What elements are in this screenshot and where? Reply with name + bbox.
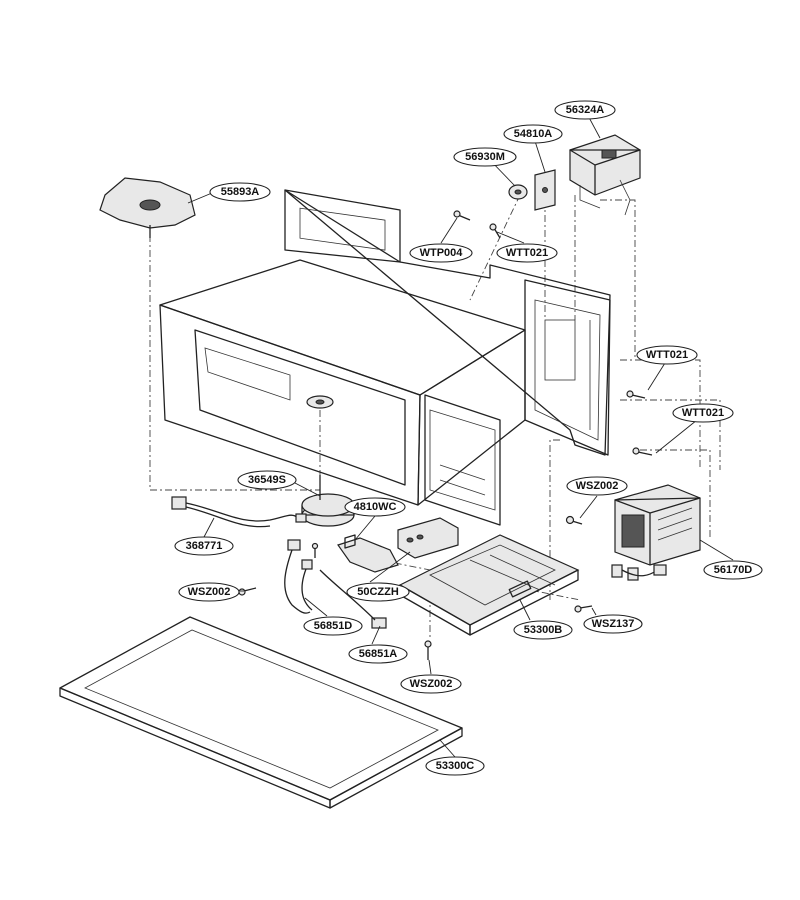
screw-wsz137: [574, 605, 593, 613]
callout-36549S: 36549S: [237, 470, 297, 490]
cavity-chassis: [159, 189, 611, 526]
svg-text:WSZ137: WSZ137: [592, 618, 635, 630]
panel-53300C: [59, 616, 463, 809]
screw-small-left: [311, 542, 319, 558]
svg-text:56851D: 56851D: [314, 620, 353, 632]
callout-53300B: 53300B: [513, 620, 573, 640]
svg-text:WTT021: WTT021: [646, 349, 688, 361]
svg-text:WTT021: WTT021: [506, 247, 548, 259]
callout-WSZ002-left: WSZ002: [178, 582, 240, 602]
callouts: 56324A 54810A 56930M 55893A WTP004 WTT02…: [174, 100, 763, 776]
screw-wtp004: [453, 210, 471, 221]
svg-text:53300C: 53300C: [436, 760, 475, 772]
svg-text:WSZ002: WSZ002: [188, 586, 231, 598]
transformer-56170D: [611, 484, 701, 581]
svg-text:56930M: 56930M: [465, 151, 505, 163]
thermal-cutout-56851D: [284, 539, 313, 614]
callout-WTT021-mid: WTT021: [636, 345, 698, 365]
svg-text:50CZZH: 50CZZH: [357, 586, 399, 598]
screw-wtt021-mid: [626, 390, 646, 399]
callout-54810A: 54810A: [503, 124, 563, 144]
svg-text:54810A: 54810A: [514, 128, 553, 140]
callout-WSZ137: WSZ137: [583, 614, 643, 634]
callout-56851A: 56851A: [348, 644, 408, 664]
screw-wsz002-bottom: [424, 640, 432, 660]
high-voltage-fuse-56324A: [569, 134, 641, 216]
callout-56170D: 56170D: [703, 560, 763, 580]
svg-text:WTT021: WTT021: [682, 407, 724, 419]
capacitor-50CZZH: [397, 517, 459, 559]
screw-wsz002-right: [565, 515, 583, 525]
callout-55893A: 55893A: [209, 182, 271, 202]
stirrer-motor-36549S: [301, 475, 355, 527]
svg-text:55893A: 55893A: [221, 186, 260, 198]
svg-text:WSZ002: WSZ002: [576, 480, 619, 492]
svg-text:53300B: 53300B: [524, 624, 563, 636]
callout-WTT021-top: WTT021: [496, 243, 558, 263]
screws: [238, 210, 653, 660]
callout-56930M: 56930M: [453, 147, 517, 167]
screw-wsz002-left: [238, 587, 257, 596]
callout-56851D: 56851D: [303, 616, 363, 636]
callout-WSZ002-right: WSZ002: [566, 476, 628, 496]
svg-text:368771: 368771: [186, 540, 223, 552]
callout-368771: 368771: [174, 536, 234, 556]
svg-text:56851A: 56851A: [359, 648, 398, 660]
callout-56324A: 56324A: [554, 100, 616, 120]
screw-wtt021-low: [632, 447, 653, 456]
svg-text:4810WC: 4810WC: [354, 501, 397, 513]
callout-WSZ002-bottom: WSZ002: [400, 674, 462, 694]
wire-harness-368771: [171, 496, 307, 528]
callout-WTP004: WTP004: [409, 243, 473, 263]
svg-text:WSZ002: WSZ002: [410, 678, 453, 690]
bracket-54810A: [534, 169, 556, 211]
svg-text:56170D: 56170D: [714, 564, 753, 576]
svg-text:56324A: 56324A: [566, 104, 605, 116]
svg-text:36549S: 36549S: [248, 474, 286, 486]
callout-WTT021-low: WTT021: [672, 403, 734, 423]
stirrer-blade-55893A: [99, 177, 196, 238]
callout-50CZZH: 50CZZH: [346, 582, 410, 602]
callout-4810WC: 4810WC: [344, 497, 406, 517]
leader-lines: [187, 109, 734, 758]
sensor-56930M: [508, 184, 528, 200]
svg-text:WTP004: WTP004: [420, 247, 464, 259]
screw-wtt021-top: [489, 223, 501, 239]
capacitor-bracket-4810WC: [337, 534, 399, 573]
base-plate-53300B: [398, 534, 580, 636]
callout-53300C: 53300C: [425, 756, 485, 776]
